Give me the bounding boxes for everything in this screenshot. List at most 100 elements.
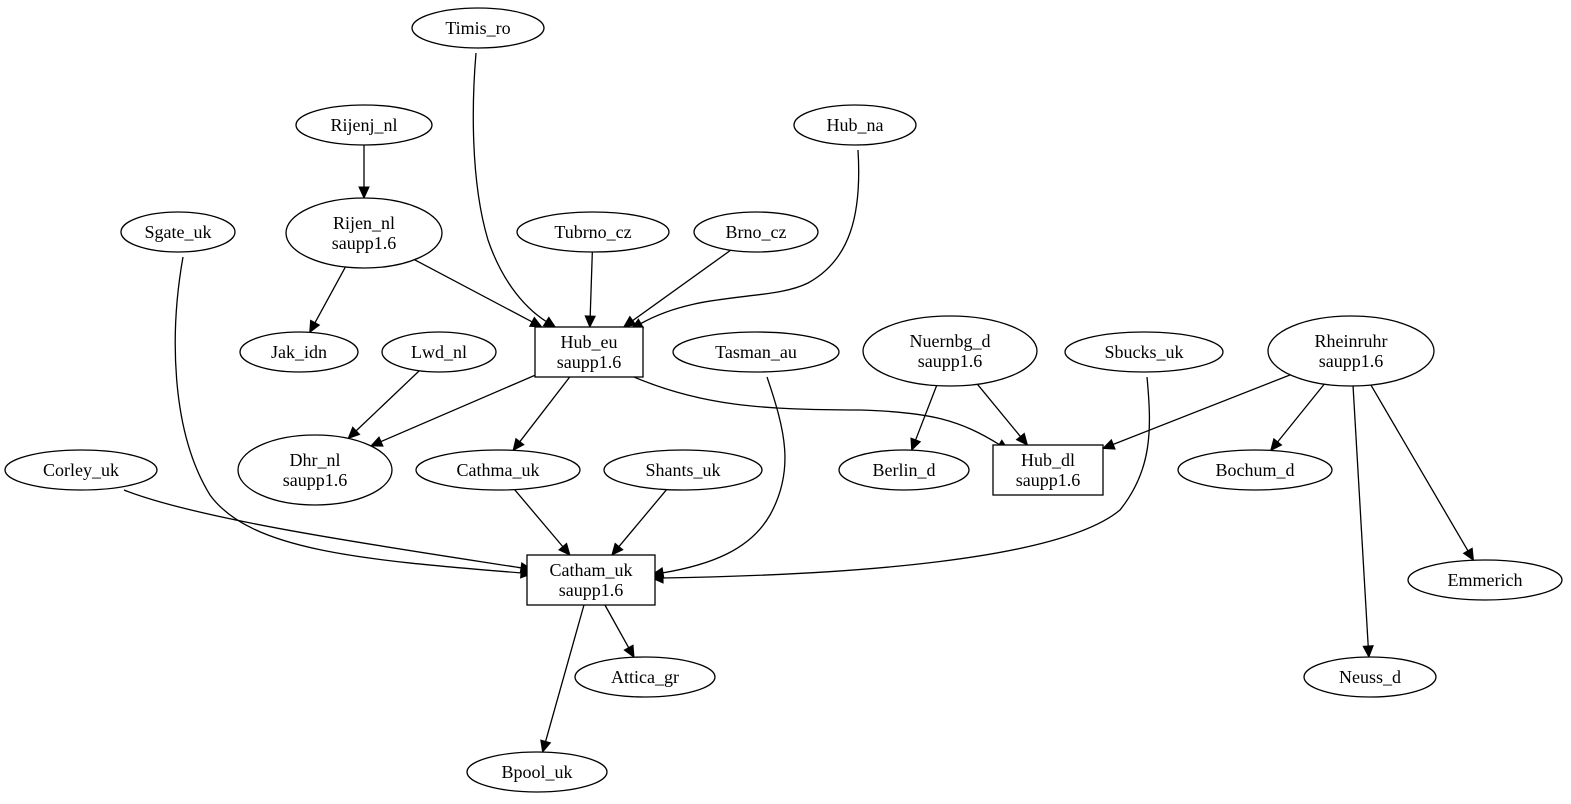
edge-line xyxy=(1276,383,1325,444)
node-hub-na[interactable]: Hub_na xyxy=(793,104,917,146)
node-label: Neuss_d xyxy=(1339,667,1401,687)
edge-catham_uk-to-attica_gr xyxy=(604,604,635,659)
arrowhead xyxy=(347,426,361,440)
node-ellipse xyxy=(411,7,545,49)
edge-line xyxy=(379,374,536,443)
node-label: Rijenj_nl xyxy=(331,115,398,135)
edge-shants_uk-to-catham_uk xyxy=(611,489,668,556)
node-tubrno-cz[interactable]: Tubrno_cz xyxy=(516,211,670,253)
node-ellipse xyxy=(1267,315,1435,387)
arrowhead xyxy=(650,572,664,584)
node-label: Jak_idn xyxy=(271,342,327,362)
node-emmerich[interactable]: Emmerich xyxy=(1407,559,1563,601)
node-ellipse xyxy=(862,315,1038,387)
node-jak-idn[interactable]: Jak_idn xyxy=(239,331,359,373)
arrowhead xyxy=(611,542,624,556)
node-label: Cathma_uk xyxy=(457,460,540,480)
node-sublabel: saupp1.6 xyxy=(557,352,622,372)
node-sgate-uk[interactable]: Sgate_uk xyxy=(120,211,236,253)
node-label: Hub_na xyxy=(827,115,884,135)
node-neuss-d[interactable]: Neuss_d xyxy=(1303,656,1437,698)
edge-line xyxy=(976,383,1022,438)
node-ellipse xyxy=(672,331,840,373)
arrowhead xyxy=(584,315,596,329)
node-label: Rheinruhr xyxy=(1315,331,1388,351)
node-ellipse xyxy=(1303,656,1437,698)
node-sbucks-uk[interactable]: Sbucks_uk xyxy=(1064,331,1224,373)
node-label: Attica_gr xyxy=(611,667,679,687)
edge-hub_eu-to-cathma_uk xyxy=(512,376,571,452)
edge-catham_uk-to-bpool_uk xyxy=(540,604,585,754)
node-tasman-au[interactable]: Tasman_au xyxy=(672,331,840,373)
edge-line xyxy=(354,370,420,432)
node-timis-ro[interactable]: Timis_ro xyxy=(411,7,545,49)
node-cathma-uk[interactable]: Cathma_uk xyxy=(415,449,581,491)
node-label: Sbucks_uk xyxy=(1104,342,1183,362)
edge-brno_cz-to-hub_eu xyxy=(622,249,731,328)
edge-cathma_uk-to-catham_uk xyxy=(514,489,571,556)
node-ellipse xyxy=(120,211,236,253)
edge-line xyxy=(1352,385,1369,648)
node-label: Catham_uk xyxy=(550,560,633,580)
edge-line xyxy=(1370,384,1469,552)
edge-hub_eu-to-hub_dl xyxy=(633,376,1010,451)
node-bochum-d[interactable]: Bochum_d xyxy=(1177,449,1333,491)
edge-rheinruhr-to-hub_dl xyxy=(1101,374,1291,450)
node-ellipse xyxy=(237,434,393,506)
node-bpool-uk[interactable]: Bpool_uk xyxy=(466,751,608,793)
node-sublabel: saupp1.6 xyxy=(332,233,397,253)
node-label: Tasman_au xyxy=(715,342,797,362)
node-ellipse xyxy=(295,104,433,146)
edge-line xyxy=(589,251,593,318)
edge-line xyxy=(414,259,534,323)
node-ellipse xyxy=(793,104,917,146)
edge-line xyxy=(914,385,938,442)
edge-rheinruhr-to-neuss_d xyxy=(1352,385,1374,659)
edge-rheinruhr-to-bochum_d xyxy=(1270,383,1325,452)
node-ellipse xyxy=(693,211,819,253)
edge-line xyxy=(633,376,1001,446)
edge-line xyxy=(661,376,1151,579)
node-sublabel: saupp1.6 xyxy=(1319,351,1384,371)
node-label: Shants_uk xyxy=(645,460,720,480)
node-label: Hub_eu xyxy=(561,332,618,352)
edge-line xyxy=(472,52,548,323)
node-berlin-d[interactable]: Berlin_d xyxy=(838,449,970,491)
node-label: Rijen_nl xyxy=(333,213,395,233)
arrowhead xyxy=(1362,645,1374,659)
arrowhead xyxy=(558,542,571,556)
node-label: Berlin_d xyxy=(873,460,936,480)
edge-sbucks_uk-to-catham_uk xyxy=(650,376,1151,584)
arrowhead xyxy=(369,436,384,447)
edge-line xyxy=(631,249,731,322)
arrowhead xyxy=(1101,438,1116,450)
node-shants-uk[interactable]: Shants_uk xyxy=(603,449,763,491)
edge-line xyxy=(518,376,571,443)
arrowhead xyxy=(358,186,370,200)
node-ellipse xyxy=(466,751,608,793)
node-box xyxy=(534,326,644,378)
edge-line xyxy=(514,489,564,548)
node-lwd-nl[interactable]: Lwd_nl xyxy=(381,331,497,373)
node-box xyxy=(526,554,656,606)
node-corley-uk[interactable]: Corley_uk xyxy=(4,449,158,491)
node-label: Bpool_uk xyxy=(501,762,572,782)
edge-line xyxy=(639,149,860,325)
edge-nuernbg_d-to-hub_dl xyxy=(976,383,1029,446)
arrowhead xyxy=(528,316,543,328)
node-attica-gr[interactable]: Attica_gr xyxy=(574,656,716,698)
node-ellipse xyxy=(239,331,359,373)
arrowhead xyxy=(309,319,321,334)
node-rijenj-nl[interactable]: Rijenj_nl xyxy=(295,104,433,146)
node-label: Emmerich xyxy=(1448,570,1523,590)
node-brno-cz[interactable]: Brno_cz xyxy=(693,211,819,253)
arrowhead xyxy=(910,437,922,452)
